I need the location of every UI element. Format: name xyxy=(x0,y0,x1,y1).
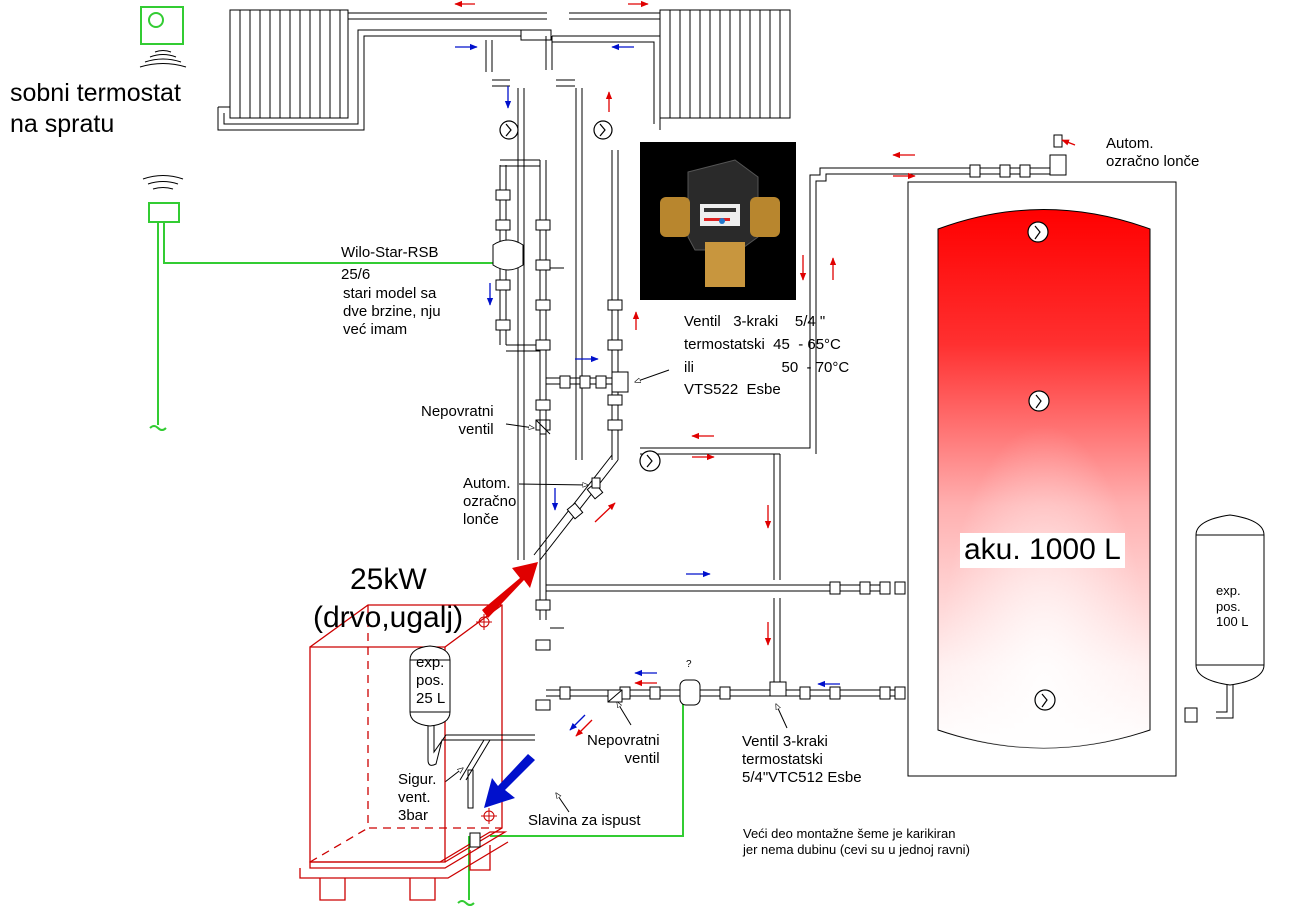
wireless-signal-icon xyxy=(139,50,187,68)
boiler-fuel-label: (drvo,ugalj) xyxy=(313,601,464,634)
hot-flow-arrows xyxy=(454,0,1076,737)
cold-flow-arrows xyxy=(455,43,840,731)
expansion-vessel-icon xyxy=(1184,514,1265,723)
safety-valve-label: Sigur. vent. 3bar xyxy=(398,771,437,824)
boiler-power-label: 25kW xyxy=(350,563,427,596)
air-vent-top-label: Autom. ozračno lonče xyxy=(1106,135,1200,170)
radiator-icon xyxy=(659,9,791,119)
question-mark: ? xyxy=(686,659,692,670)
wireless-signal-icon xyxy=(142,175,184,190)
expansion-vessel-icon xyxy=(409,645,451,727)
large-expansion-label: exp. pos. 100 L xyxy=(1216,583,1249,630)
check-valve-upper-label: Nepovratni ventil xyxy=(421,403,494,438)
radiator-pipes xyxy=(217,12,661,560)
small-expansion-label: exp. pos. 25 L xyxy=(416,654,446,707)
return-valve-label: Ventil 3-kraki termostatski 5/4"VTC512 E… xyxy=(742,733,862,786)
hot-output-arrow xyxy=(482,562,538,618)
mixing-valve-line2: termostatski 45 - 65°C xyxy=(684,336,841,353)
esbe-valve-photo xyxy=(640,142,796,300)
boiler-markers xyxy=(476,614,497,824)
room-thermostat-icon xyxy=(140,6,184,45)
buffer-tank-icon xyxy=(907,181,1177,777)
thermostat-receiver-icon xyxy=(148,202,180,223)
annotation-leaders xyxy=(444,369,788,813)
footnote: Veći deo montažne šeme je karikiran jer … xyxy=(743,826,970,857)
mixing-valve-line4: VTS522 Esbe xyxy=(684,381,781,398)
mixing-valve-line3: ili 50 - 70°C xyxy=(684,359,850,376)
boiler-icon xyxy=(299,604,509,901)
room-thermostat-label: sobni termostat na spratu xyxy=(10,79,181,139)
pump-note: stari model sa dve brzine, nju već imam xyxy=(343,285,441,338)
electrical-wiring xyxy=(149,222,684,906)
air-vent-mid-label: Autom. ozračno lonče xyxy=(463,475,517,528)
radiator-icon xyxy=(229,9,349,119)
safety-group-pipes xyxy=(427,726,535,848)
pipe-fittings xyxy=(492,134,1067,711)
cold-input-arrow xyxy=(484,754,535,808)
pump-size-label: 25/6 xyxy=(341,266,371,283)
circulation-pump-icon xyxy=(499,120,613,140)
pump-model-label: Wilo-Star-RSB xyxy=(341,244,439,261)
check-valve-lower-label: Nepovratni ventil xyxy=(587,732,660,767)
tank-volume-label: aku. 1000 L xyxy=(960,533,1125,568)
circulation-pump-icon xyxy=(639,450,661,472)
mixing-valve-line1: Ventil 3-kraki 5/4 " xyxy=(684,313,826,330)
drain-tap-label: Slavina za ispust xyxy=(528,812,641,829)
